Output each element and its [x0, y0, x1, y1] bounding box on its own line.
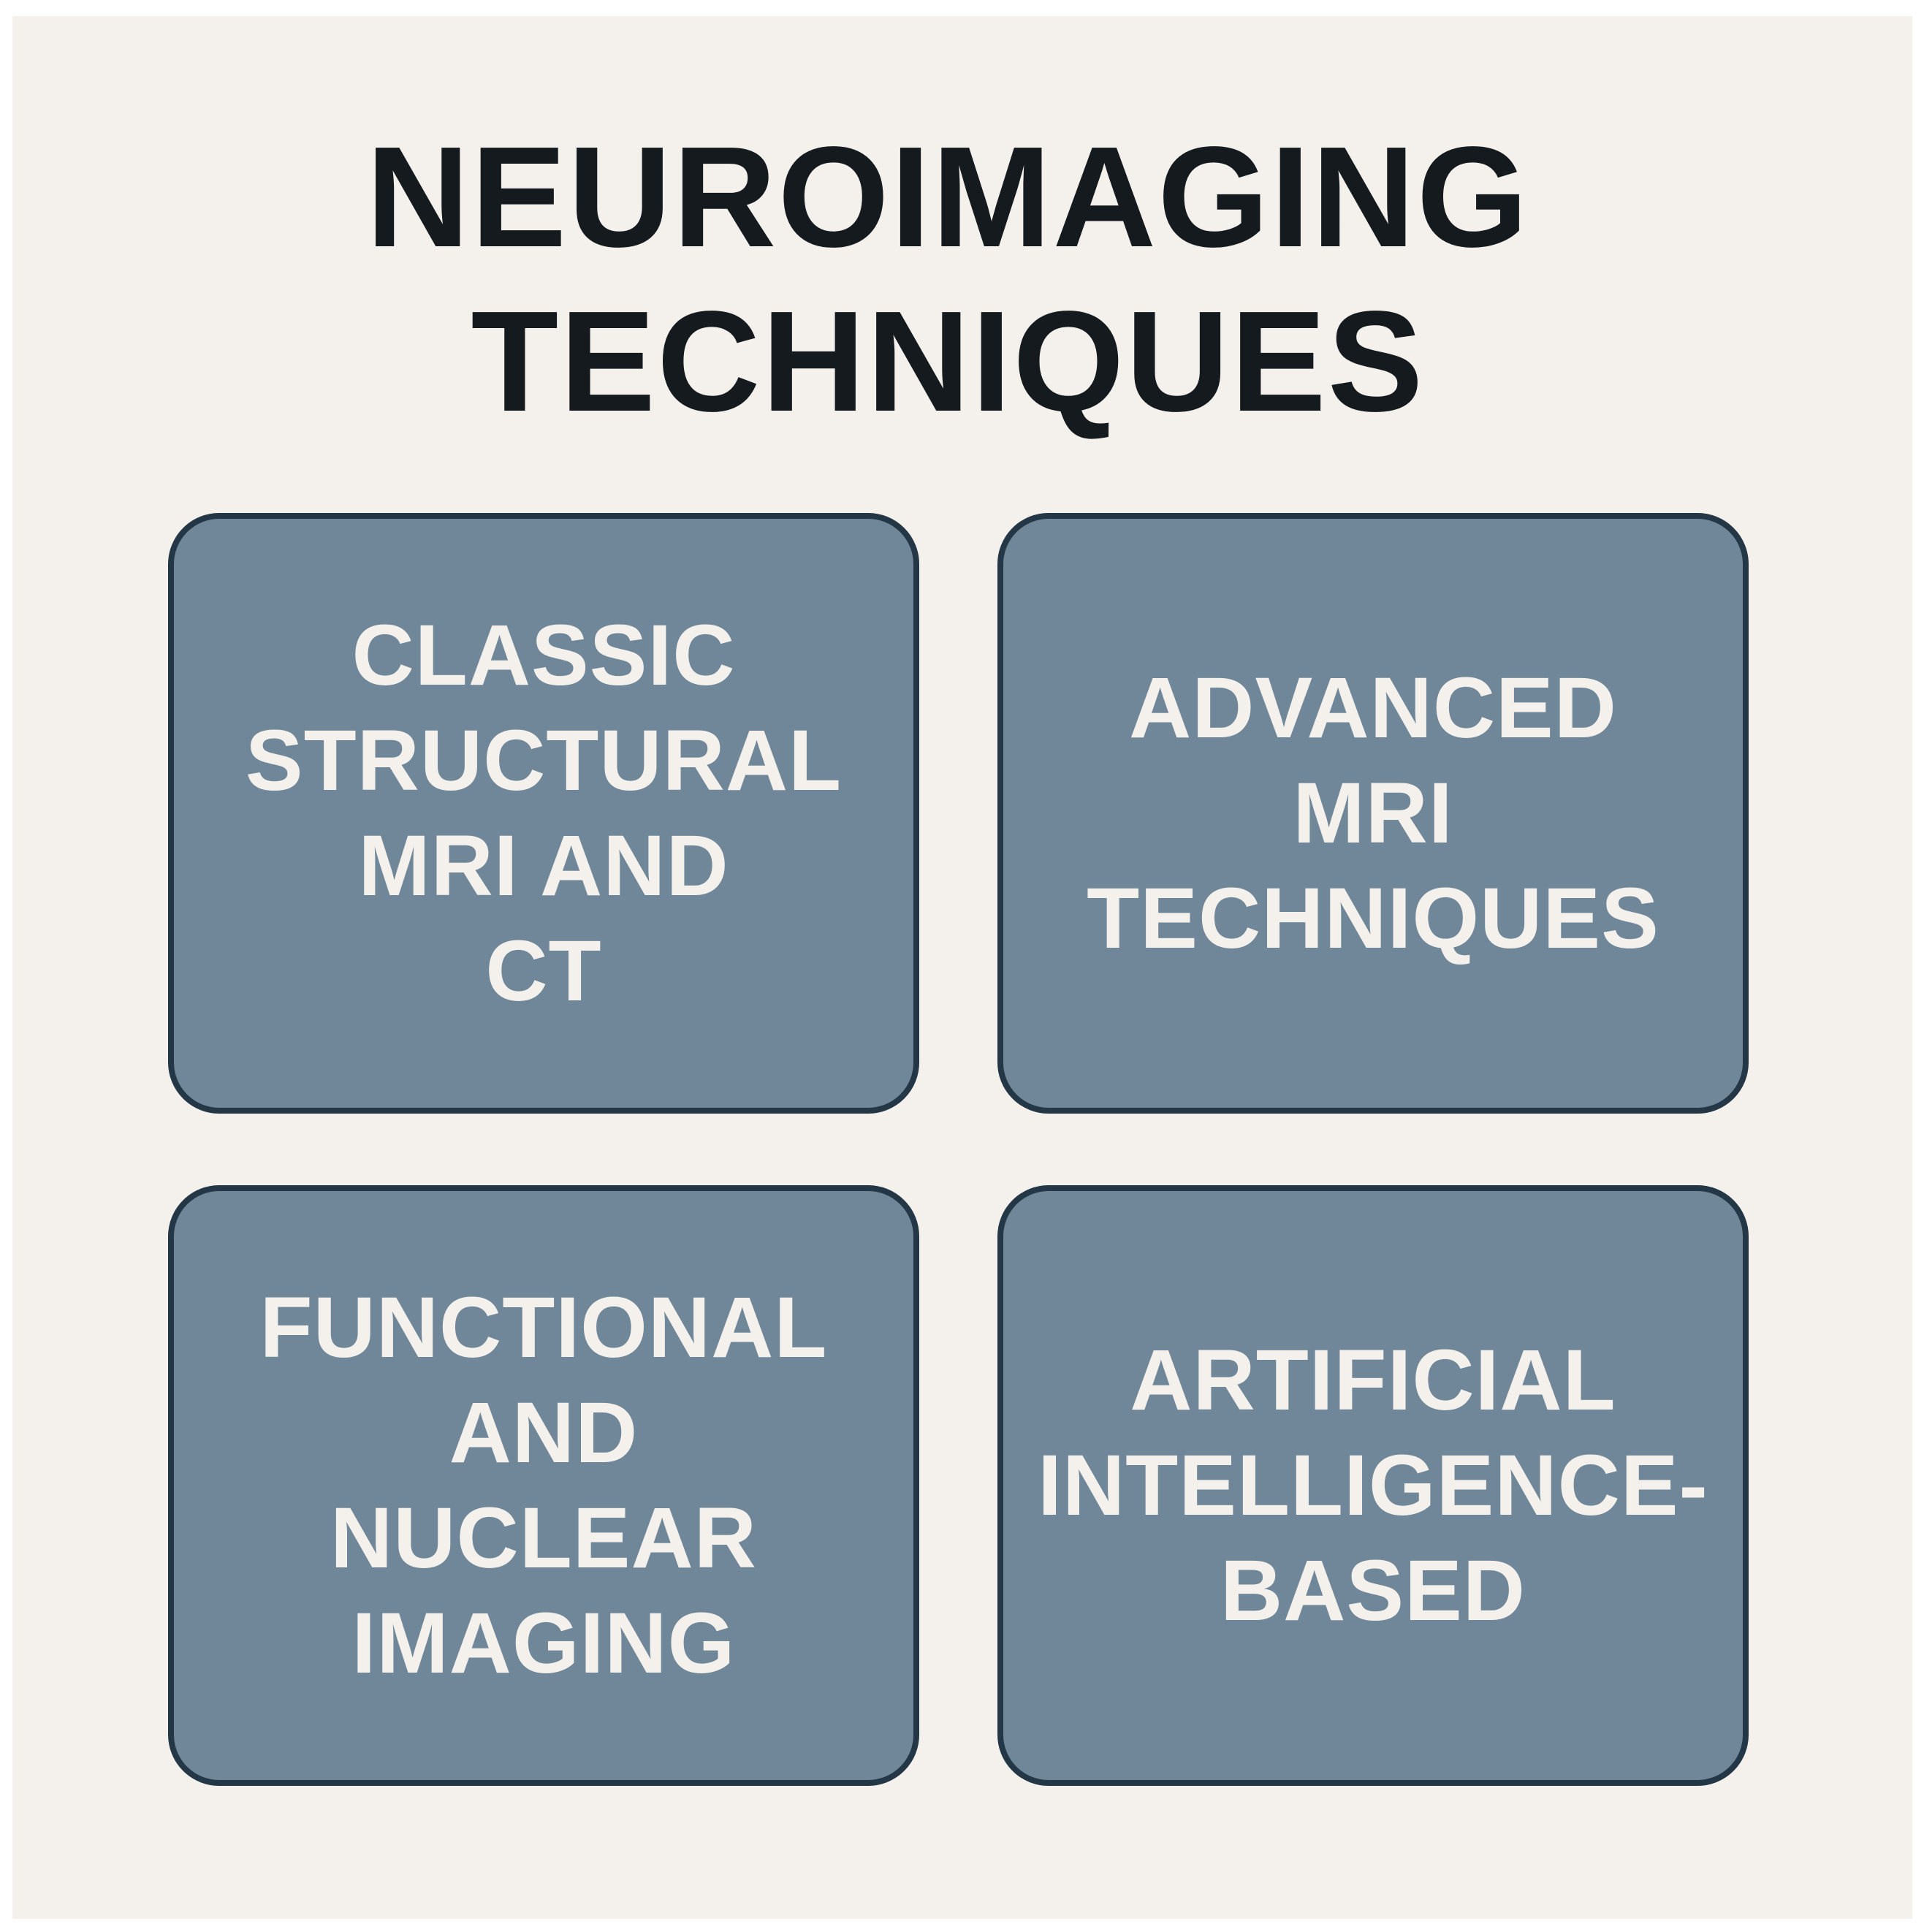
card-label: FUNCTIONAL AND NUCLEAR IMAGING [259, 1279, 828, 1692]
card-ai-based: ARTIFICIAL INTELLIGENCE- BASED [997, 1185, 1749, 1786]
diagram-title: NEUROIMAGING TECHNIQUES [366, 117, 1529, 441]
card-functional-nuclear: FUNCTIONAL AND NUCLEAR IMAGING [168, 1185, 919, 1786]
card-advanced-mri: ADVANCED MRI TECHNIQUES [997, 513, 1749, 1114]
card-label: CLASSIC STRUCTURAL MRI AND CT [245, 607, 843, 1019]
card-label: ARTIFICIAL INTELLIGENCE- BASED [1038, 1332, 1708, 1639]
card-classic-structural: CLASSIC STRUCTURAL MRI AND CT [168, 513, 919, 1114]
diagram-canvas: NEUROIMAGING TECHNIQUES CLASSIC STRUCTUR… [12, 16, 1912, 1919]
card-label: ADVANCED MRI TECHNIQUES [1087, 660, 1659, 967]
